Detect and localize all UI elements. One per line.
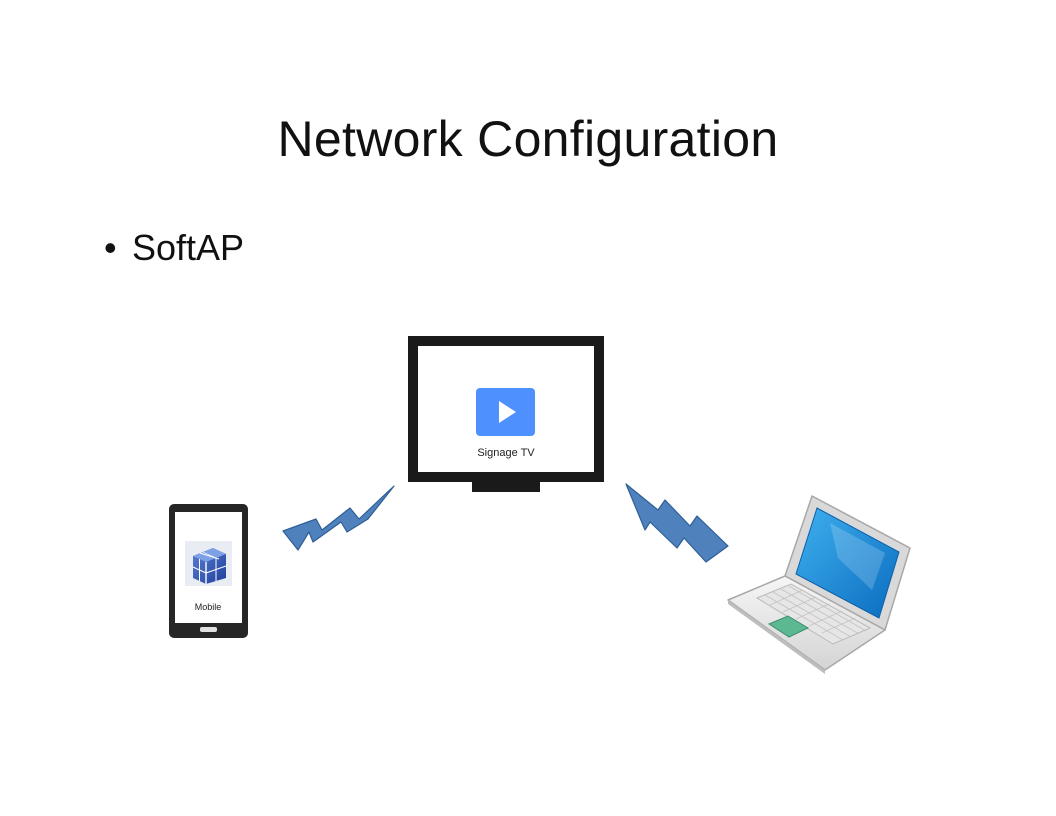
phone-home-button — [200, 627, 217, 632]
tv-label: Signage TV — [477, 447, 535, 459]
mobile-device: Mobile — [169, 504, 248, 638]
wireless-bolt-icon — [282, 485, 395, 551]
slide-title: Network Configuration — [277, 111, 779, 167]
bullet-text: SoftAP — [132, 227, 245, 268]
signage-tv: Signage TV — [408, 336, 604, 492]
laptop-icon — [727, 495, 911, 674]
bullet-marker: • — [104, 227, 117, 268]
mobile-label: Mobile — [195, 602, 222, 612]
wireless-bolt-icon — [625, 483, 729, 563]
bullet-item: • SoftAP — [104, 226, 244, 270]
play-icon — [476, 388, 535, 436]
tv-stand — [472, 480, 540, 492]
app-cube-icon — [185, 541, 232, 586]
